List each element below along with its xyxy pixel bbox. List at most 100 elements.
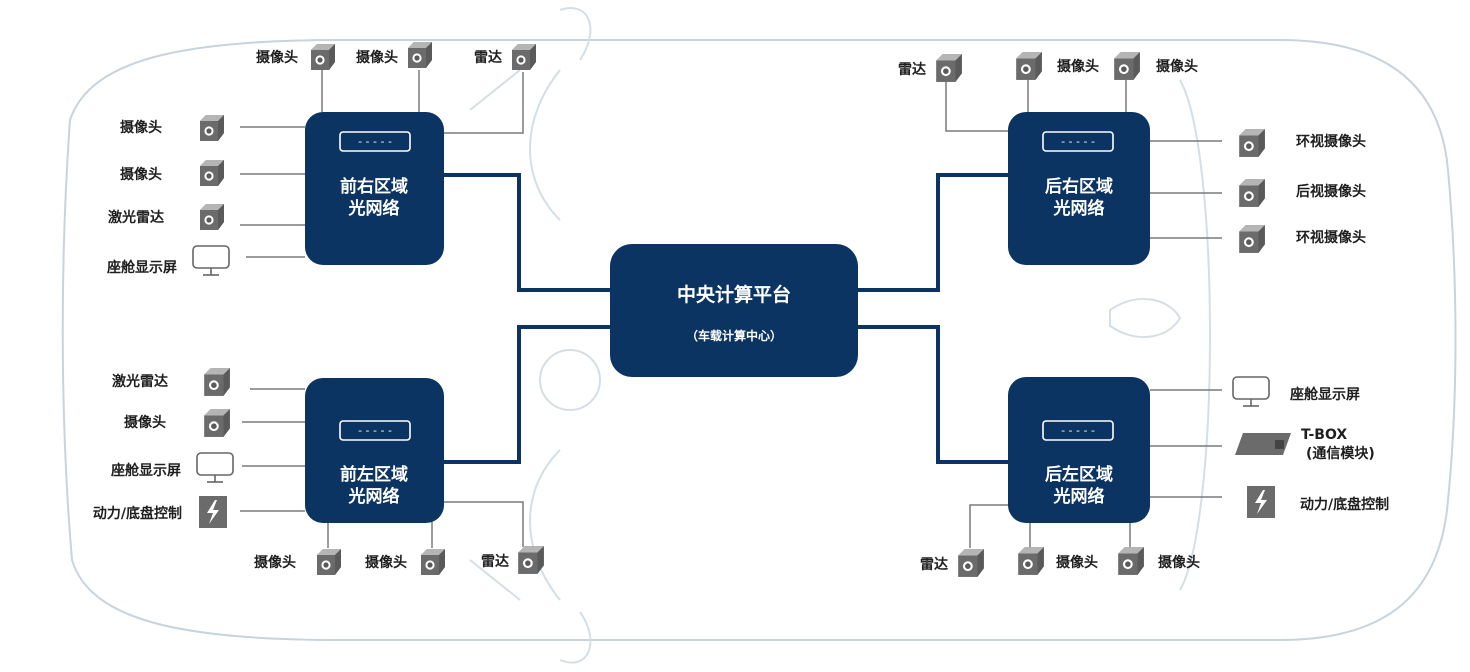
- display-icon: [196, 452, 234, 483]
- rl-power: 动力/底盘控制: [1247, 486, 1389, 518]
- display-icon: [1232, 376, 1270, 407]
- device-label: 雷达: [481, 553, 509, 570]
- fl-bottom-camera-1: 摄像头: [254, 549, 341, 575]
- zone-rear-left: - - - - - 后左区域 光网络: [1008, 377, 1150, 523]
- radar-icon: [512, 44, 536, 70]
- device-lines: [240, 68, 1222, 548]
- fl-power: 动力/底盘控制: [93, 496, 227, 528]
- fr-lidar: 激光雷达: [108, 204, 224, 230]
- power-icon: [1247, 486, 1275, 518]
- device-label: 座舱显示屏: [107, 259, 177, 276]
- device-label: 摄像头: [356, 49, 398, 66]
- rl-bottom-radar: 雷达: [920, 549, 984, 577]
- device-label: 动力/底盘控制: [93, 505, 182, 522]
- link-front-right: [444, 173, 610, 292]
- camera-icon: [1239, 179, 1265, 207]
- zone-rear-right-line1: 后右区域: [1045, 176, 1113, 197]
- fr-top-camera-2: 摄像头: [356, 42, 432, 68]
- fl-bottom-camera-2: 摄像头: [365, 549, 445, 575]
- device-label: 摄像头: [124, 414, 166, 431]
- rl-bottom-camera-2: 摄像头: [1118, 547, 1200, 575]
- device-label: T-BOX: [1301, 427, 1347, 443]
- fr-camera-1: 摄像头: [120, 115, 224, 141]
- link-rear-right: [858, 173, 1008, 292]
- device-label: 环视摄像头: [1296, 133, 1366, 150]
- device-label: 激光雷达: [108, 209, 164, 226]
- zone-rear-right-line2: 光网络: [1053, 198, 1105, 219]
- device-label: 摄像头: [1156, 58, 1198, 75]
- rl-tbox: T-BOX (通信模块): [1235, 427, 1375, 462]
- zone-front-right-line1: 前右区域: [340, 176, 408, 197]
- zone-rear-right: - - - - - 后右区域 光网络: [1008, 112, 1150, 265]
- fr-display: 座舱显示屏: [107, 245, 230, 276]
- device-label: 摄像头: [120, 119, 162, 136]
- zone-front-right: - - - - - 前右区域 光网络: [305, 112, 444, 265]
- rr-top-radar: 雷达: [898, 54, 962, 82]
- device-label: 摄像头: [120, 166, 162, 183]
- rr-surround-camera-1: 环视摄像头: [1239, 129, 1366, 157]
- camera-icon: [421, 549, 445, 575]
- fr-top-camera-1: 摄像头: [256, 44, 335, 70]
- device-label: 雷达: [898, 61, 926, 78]
- rr-top-camera-2: 摄像头: [1114, 52, 1198, 80]
- zone-front-left-line2: 光网络: [348, 486, 400, 507]
- rr-surround-camera-2: 环视摄像头: [1239, 225, 1366, 253]
- camera-icon: [1016, 52, 1042, 80]
- fl-camera: 摄像头: [124, 409, 230, 437]
- radar-icon: [936, 54, 962, 82]
- rr-top-camera-1: 摄像头: [1016, 52, 1099, 80]
- rl-bottom-camera-1: 摄像头: [1018, 547, 1098, 575]
- lidar-icon: [200, 204, 224, 230]
- camera-icon: [1239, 225, 1265, 253]
- device-label: 摄像头: [1057, 58, 1099, 75]
- fl-bottom-radar: 雷达: [481, 546, 544, 574]
- camera-icon: [408, 42, 432, 68]
- camera-icon: [200, 160, 224, 186]
- camera-icon: [1239, 129, 1265, 157]
- device-label: 摄像头: [256, 49, 298, 66]
- device-label: 座舱显示屏: [1290, 386, 1360, 403]
- zone-front-right-line2: 光网络: [348, 198, 400, 219]
- central-compute-platform: 中央计算平台 （车载计算中心）: [610, 244, 858, 377]
- lidar-icon: [204, 368, 230, 396]
- display-icon: [192, 245, 230, 276]
- device-label: 激光雷达: [112, 373, 168, 390]
- svg-text:- - - - -: - - - - -: [358, 135, 392, 148]
- camera-icon: [1018, 547, 1044, 575]
- zone-front-left-line1: 前左区域: [340, 464, 408, 485]
- rl-display: 座舱显示屏: [1232, 376, 1360, 407]
- device-label: 摄像头: [254, 554, 296, 571]
- device-label: 后视摄像头: [1296, 183, 1366, 200]
- zone-rear-left-line2: 光网络: [1053, 486, 1105, 507]
- device-sublabel: (通信模块): [1306, 445, 1375, 462]
- device-label: 雷达: [474, 49, 502, 66]
- camera-icon: [317, 549, 341, 575]
- central-title: 中央计算平台: [677, 283, 791, 306]
- camera-icon: [1114, 52, 1140, 80]
- svg-text:- - - - -: - - - - -: [1061, 424, 1095, 437]
- svg-text:- - - - -: - - - - -: [1061, 135, 1095, 148]
- fr-camera-2: 摄像头: [120, 160, 224, 186]
- zone-front-left: - - - - - 前左区域 光网络: [305, 378, 444, 523]
- rr-rearview-camera: 后视摄像头: [1239, 179, 1366, 207]
- camera-icon: [311, 44, 335, 70]
- camera-icon: [1118, 547, 1144, 575]
- device-label: 座舱显示屏: [111, 462, 181, 479]
- device-label: 动力/底盘控制: [1300, 496, 1389, 513]
- link-front-left: [444, 325, 610, 464]
- radar-icon: [958, 549, 984, 577]
- power-icon: [199, 496, 227, 528]
- car-silhouette: [61, 7, 1457, 664]
- backbone-links: [444, 173, 1008, 464]
- link-rear-left: [858, 325, 1008, 464]
- device-label: 摄像头: [365, 554, 407, 571]
- device-label: 摄像头: [1158, 554, 1200, 571]
- fr-top-radar: 雷达: [474, 44, 536, 70]
- radar-icon: [518, 546, 544, 574]
- device-label: 雷达: [920, 556, 948, 573]
- zone-rear-left-line1: 后左区域: [1045, 464, 1113, 485]
- fl-display: 座舱显示屏: [111, 452, 234, 483]
- camera-icon: [204, 409, 230, 437]
